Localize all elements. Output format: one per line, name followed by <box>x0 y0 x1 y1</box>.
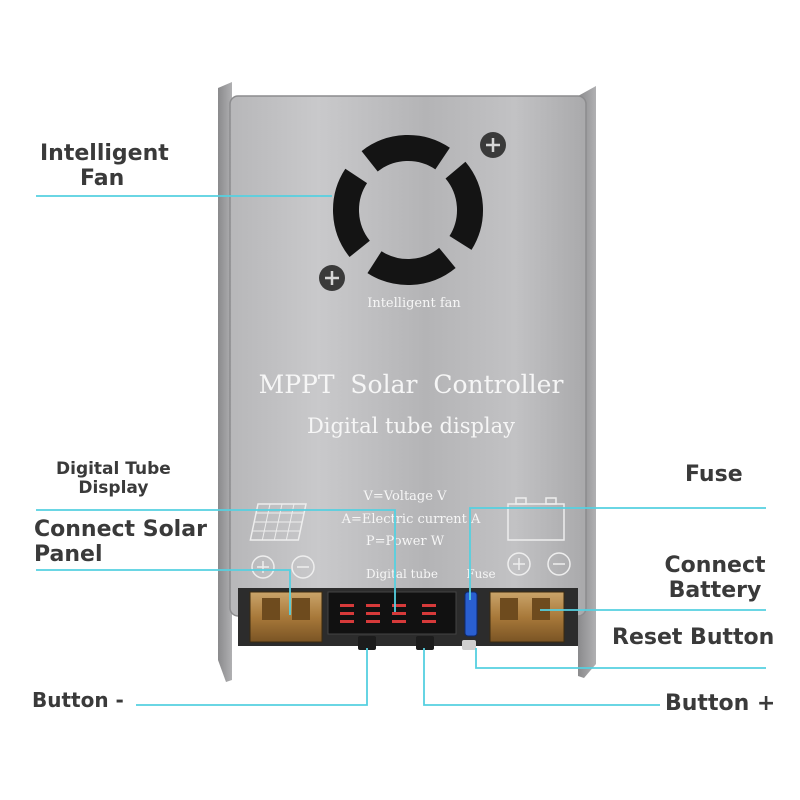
callout-line: Intelligent <box>40 141 169 166</box>
callout-digital-tube-display: Digital Tube Display <box>56 459 171 499</box>
callout-line: Fan <box>80 165 125 191</box>
fuse <box>464 591 478 637</box>
callout-line: Panel <box>34 541 103 567</box>
fuse-caption: Fuse <box>466 567 495 581</box>
leader-button-minus <box>136 648 368 706</box>
solar-terminal <box>249 591 323 643</box>
leader-button-plus <box>423 648 660 706</box>
callout-fuse: Fuse <box>685 462 743 488</box>
callout-line: Connect Solar <box>34 517 207 542</box>
battery-icon <box>507 497 565 541</box>
minus-icon <box>291 555 315 579</box>
callout-line: Fuse <box>685 462 743 487</box>
callout-reset-button: Reset Button <box>612 625 775 651</box>
callout-line: Battery <box>668 577 762 603</box>
callout-line: Reset Button <box>612 625 775 650</box>
minus-icon <box>547 552 571 576</box>
screw-icon <box>319 265 345 291</box>
device-subtitle: Digital tube display <box>307 414 515 438</box>
legend-power: P=Power W <box>366 534 445 549</box>
button-plus[interactable] <box>416 636 434 650</box>
battery-terminal <box>489 591 565 643</box>
callout-intelligent-fan: Intelligent Fan <box>40 141 169 191</box>
callout-line: Display <box>78 478 149 499</box>
solar-panel-icon <box>249 503 307 541</box>
screw-icon <box>480 132 506 158</box>
intelligent-fan-icon <box>333 135 483 285</box>
leader-display <box>36 509 396 612</box>
leader-fuse <box>469 507 766 600</box>
digital-tube-display <box>327 591 457 635</box>
reset-button[interactable] <box>462 640 476 650</box>
plus-icon <box>251 555 275 579</box>
fan-caption: Intelligent fan <box>367 296 461 311</box>
callout-button-plus: Button + <box>665 691 776 717</box>
left-flange <box>218 82 232 682</box>
leader-lines <box>36 195 766 706</box>
callout-connect-battery: Connect Battery <box>656 553 774 603</box>
button-minus[interactable] <box>358 636 376 650</box>
leader-reset <box>475 648 766 669</box>
plus-icon <box>507 552 531 576</box>
callout-connect-solar-panel: Connect Solar Panel <box>34 517 207 567</box>
legend-current: A=Electric current A <box>341 512 481 527</box>
digital-tube-caption: Digital tube <box>366 567 438 581</box>
callout-line: Connect <box>664 553 766 578</box>
leader-solar <box>36 569 291 615</box>
callout-line: Button + <box>665 691 776 716</box>
callout-button-minus: Button - <box>32 689 124 711</box>
device-title: MPPT Solar Controller <box>259 370 564 399</box>
callout-line: Digital Tube <box>56 459 171 479</box>
callout-line: Button - <box>32 688 124 712</box>
legend-voltage: V=Voltage V <box>363 489 448 504</box>
